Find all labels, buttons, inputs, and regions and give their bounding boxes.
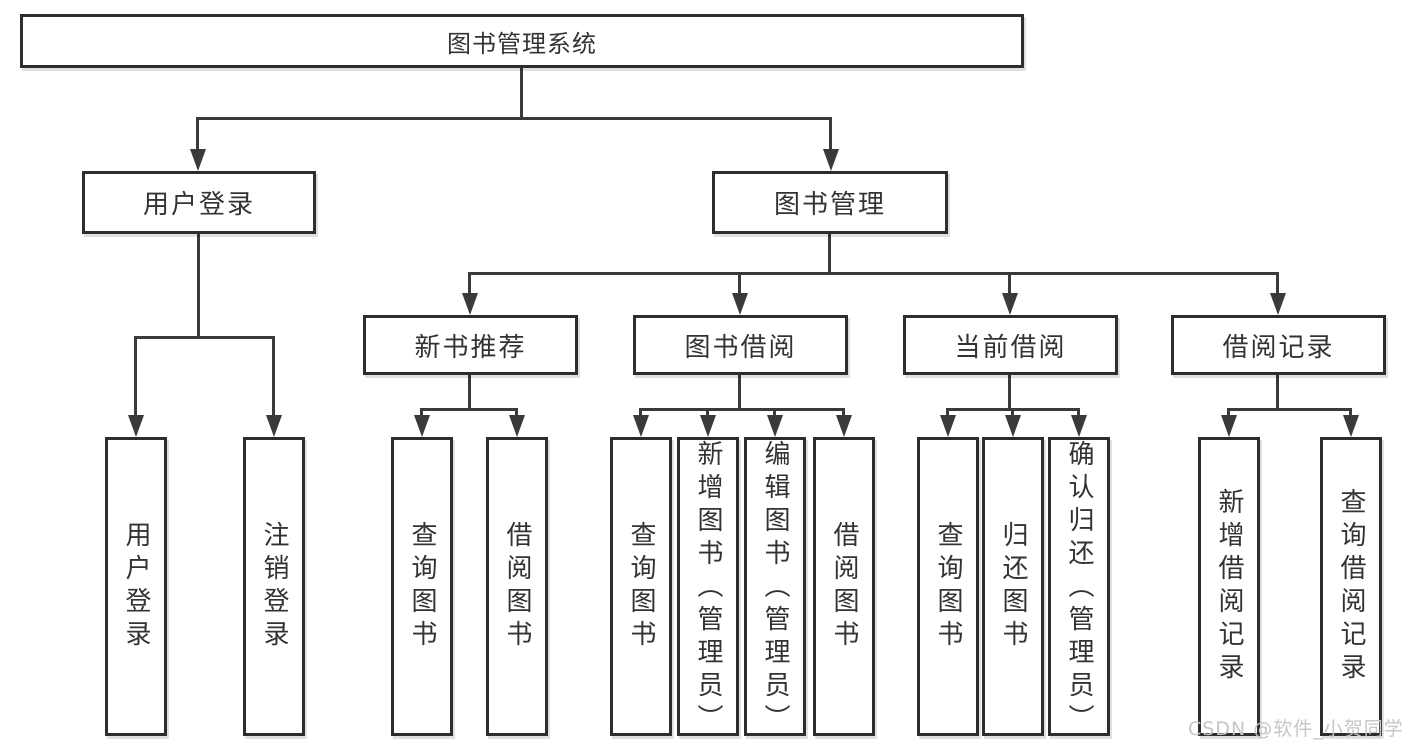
connector-line [1011, 408, 1014, 420]
connector-line [420, 408, 518, 411]
connector-line [134, 336, 137, 418]
arrow-down-icon [1002, 293, 1018, 315]
connector-line [468, 373, 471, 411]
arrow-down-icon [823, 149, 839, 171]
connector-line [1008, 272, 1011, 297]
connector-line [515, 408, 518, 420]
connector-line [134, 336, 275, 339]
node-label: 新增图书（管理员） [693, 440, 723, 737]
connector-line [639, 408, 642, 420]
leaf-logout: 注销登录 [243, 437, 305, 736]
node-new-book-recommend: 新书推荐 [363, 315, 578, 375]
node-borrow-records: 借阅记录 [1171, 315, 1386, 375]
leaf-nb-query-books: 查询图书 [391, 437, 453, 736]
node-label: 借阅记录 [1222, 332, 1335, 363]
node-label: 用户登录 [142, 190, 255, 220]
node-label: 新增借阅记录 [1214, 487, 1244, 686]
connector-line [829, 117, 832, 153]
node-book-management: 图书管理 [712, 171, 948, 234]
connector-line [1227, 408, 1352, 411]
connector-line [773, 408, 776, 420]
arrow-down-icon [414, 415, 430, 437]
leaf-br-query-record: 查询借阅记录 [1320, 437, 1382, 736]
node-label: 图书管理 [773, 190, 886, 220]
arrow-down-icon [509, 415, 525, 437]
node-label: 编辑图书（管理员） [760, 440, 790, 737]
connector-line [1276, 373, 1279, 411]
node-label: 图书借阅 [684, 332, 797, 363]
connector-line [197, 232, 200, 338]
leaf-user-login: 用户登录 [105, 437, 167, 736]
connector-line [272, 336, 275, 418]
arrow-down-icon [1343, 415, 1359, 437]
arrow-down-icon [462, 293, 478, 315]
arrow-down-icon [836, 415, 852, 437]
node-label: 查询图书 [626, 520, 656, 653]
node-book-borrow: 图书借阅 [633, 315, 848, 375]
node-label: 用户登录 [121, 520, 151, 653]
connector-line [639, 408, 845, 411]
arrow-down-icon [633, 415, 649, 437]
connector-line [468, 272, 471, 297]
arrow-down-icon [1221, 415, 1237, 437]
connector-line [420, 408, 423, 420]
node-label: 图书管理系统 [447, 29, 597, 58]
arrow-down-icon [700, 415, 716, 437]
node-label: 借阅图书 [829, 520, 859, 653]
connector-line [946, 408, 949, 420]
leaf-bb-query-books: 查询图书 [610, 437, 672, 736]
node-user-login: 用户登录 [82, 171, 316, 234]
arrow-down-icon [1005, 415, 1021, 437]
arrow-down-icon [732, 293, 748, 315]
leaf-bb-edit-books: 编辑图书（管理员） [744, 437, 806, 737]
connector-line [842, 408, 845, 420]
connector-line [1077, 408, 1080, 420]
arrow-down-icon [767, 415, 783, 437]
node-label: 查询借阅记录 [1336, 487, 1366, 686]
arrow-down-icon [940, 415, 956, 437]
connector-line [1349, 408, 1352, 420]
node-label: 当前借阅 [954, 332, 1067, 363]
connector-line [1227, 408, 1230, 420]
leaf-br-add-record: 新增借阅记录 [1198, 437, 1260, 736]
node-label: 注销登录 [259, 520, 289, 653]
leaf-cb-confirm-return: 确认归还（管理员） [1048, 437, 1110, 737]
connector-line [1276, 272, 1279, 297]
leaf-cb-return-books: 归还图书 [982, 437, 1044, 736]
node-label: 借阅图书 [502, 520, 532, 653]
arrow-down-icon [128, 415, 144, 437]
arrow-down-icon [266, 415, 282, 437]
leaf-bb-borrow-books: 借阅图书 [813, 437, 875, 736]
node-label: 查询图书 [933, 520, 963, 653]
node-current-borrow: 当前借阅 [903, 315, 1118, 375]
connector-line [1008, 373, 1011, 411]
leaf-nb-borrow-books: 借阅图书 [486, 437, 548, 736]
connector-line [738, 373, 741, 411]
node-label: 归还图书 [998, 520, 1028, 653]
arrow-down-icon [1071, 415, 1087, 437]
connector-line [738, 272, 741, 297]
connector-line [196, 117, 832, 120]
watermark: CSDN @软件_小贺同学 [1188, 718, 1404, 740]
connector-line [468, 272, 1279, 275]
leaf-cb-query-books: 查询图书 [917, 437, 979, 736]
connector-line [706, 408, 709, 420]
node-label: 新书推荐 [414, 332, 527, 363]
connector-line [520, 66, 523, 120]
arrow-down-icon [1270, 293, 1286, 315]
leaf-bb-add-books: 新增图书（管理员） [677, 437, 739, 737]
node-root: 图书管理系统 [20, 14, 1024, 68]
arrow-down-icon [190, 149, 206, 171]
node-label: 确认归还（管理员） [1064, 440, 1094, 737]
node-label: 查询图书 [407, 520, 437, 653]
connector-line [196, 117, 199, 153]
connector-line [828, 232, 831, 274]
